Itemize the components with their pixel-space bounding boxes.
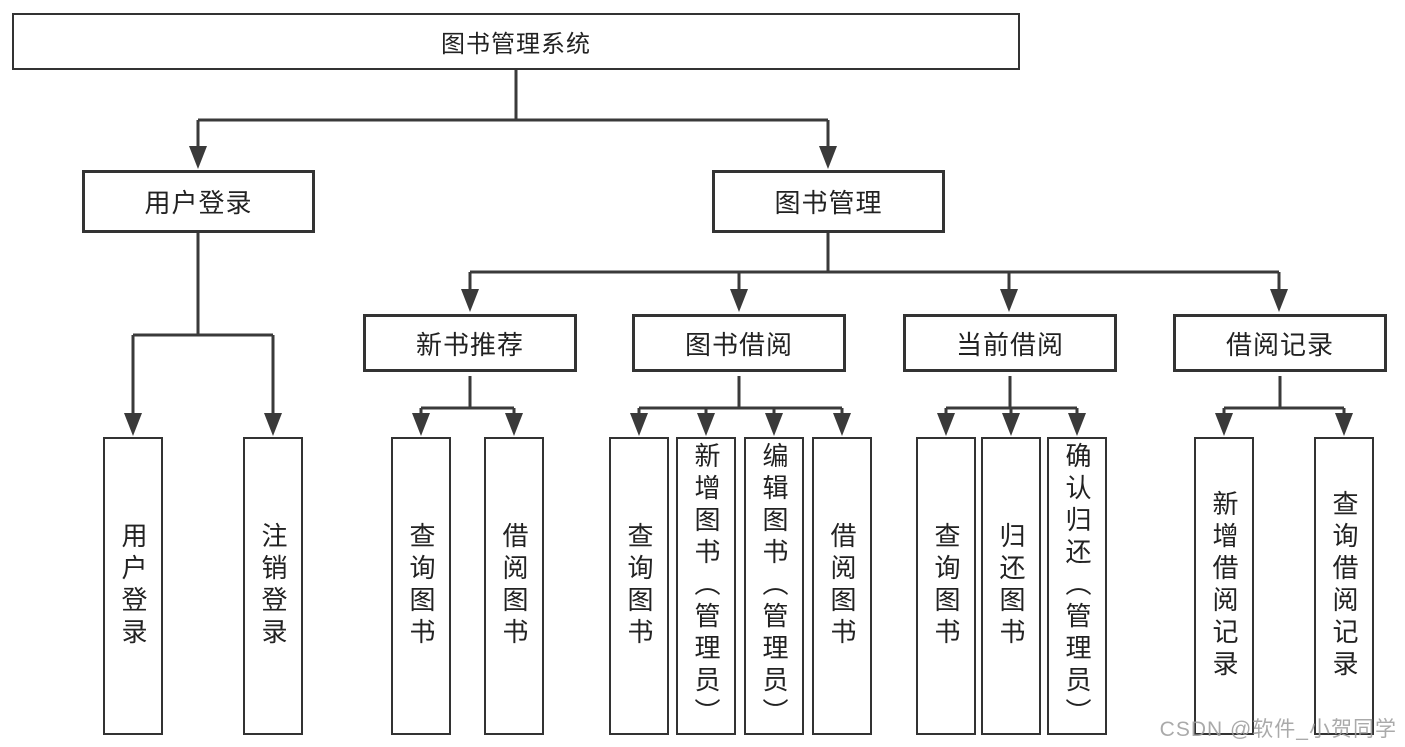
leaf-logout-label: 注销登录: [258, 522, 288, 650]
node-current-borrowing-label: 当前借阅: [955, 329, 1064, 360]
node-book-borrowing: 图书借阅: [632, 314, 846, 372]
leaf-borrow-books-1-label: 借阅图书: [499, 522, 529, 650]
leaf-query-books-1-label: 查询图书: [406, 522, 436, 650]
csdn-watermark: CSDN @软件_小贺同学: [1159, 718, 1397, 741]
leaf-query-books-2-label: 查询图书: [624, 522, 654, 650]
leaf-query-books-3: 查询图书: [916, 437, 976, 735]
arrowheads: [124, 146, 1353, 436]
node-book-borrowing-label: 图书借阅: [684, 329, 793, 360]
node-library-management-system-label: 图书管理系统: [441, 31, 591, 58]
leaf-user-login: 用户登录: [103, 437, 163, 735]
leaf-add-books-admin: 新增图书（管理员）: [676, 437, 736, 735]
leaf-query-borrow-record-label: 查询借阅记录: [1329, 490, 1359, 682]
node-library-management-system: 图书管理系统: [12, 13, 1020, 70]
leaf-add-borrow-record-label: 新增借阅记录: [1209, 490, 1239, 682]
leaf-add-borrow-record: 新增借阅记录: [1194, 437, 1254, 735]
leaf-confirm-return-admin: 确认归还（管理员）: [1047, 437, 1107, 735]
leaf-query-books-1: 查询图书: [391, 437, 451, 735]
node-book-management: 图书管理: [712, 170, 945, 233]
leaf-edit-books-admin-label: 编辑图书（管理员）: [759, 442, 789, 730]
node-borrowing-records-label: 借阅记录: [1225, 329, 1334, 360]
leaf-borrow-books-1: 借阅图书: [484, 437, 544, 735]
node-book-management-label: 图书管理: [774, 188, 883, 218]
node-current-borrowing: 当前借阅: [903, 314, 1117, 372]
leaf-query-books-3-label: 查询图书: [931, 522, 961, 650]
leaf-add-books-admin-label: 新增图书（管理员）: [691, 442, 721, 730]
leaf-user-login-label: 用户登录: [118, 522, 148, 650]
leaf-borrow-books-2: 借阅图书: [812, 437, 872, 735]
leaf-query-borrow-record: 查询借阅记录: [1314, 437, 1374, 735]
node-borrowing-records: 借阅记录: [1173, 314, 1387, 372]
leaf-edit-books-admin: 编辑图书（管理员）: [744, 437, 804, 735]
leaf-confirm-return-admin-label: 确认归还（管理员）: [1062, 442, 1092, 730]
leaf-logout: 注销登录: [243, 437, 303, 735]
leaf-return-books: 归还图书: [981, 437, 1041, 735]
leaf-borrow-books-2-label: 借阅图书: [827, 522, 857, 650]
node-new-book-recommend-label: 新书推荐: [415, 329, 524, 360]
node-new-book-recommend: 新书推荐: [363, 314, 577, 372]
leaf-return-books-label: 归还图书: [996, 522, 1026, 650]
node-user-login: 用户登录: [82, 170, 315, 233]
leaf-query-books-2: 查询图书: [609, 437, 669, 735]
node-user-login-label: 用户登录: [144, 188, 253, 218]
